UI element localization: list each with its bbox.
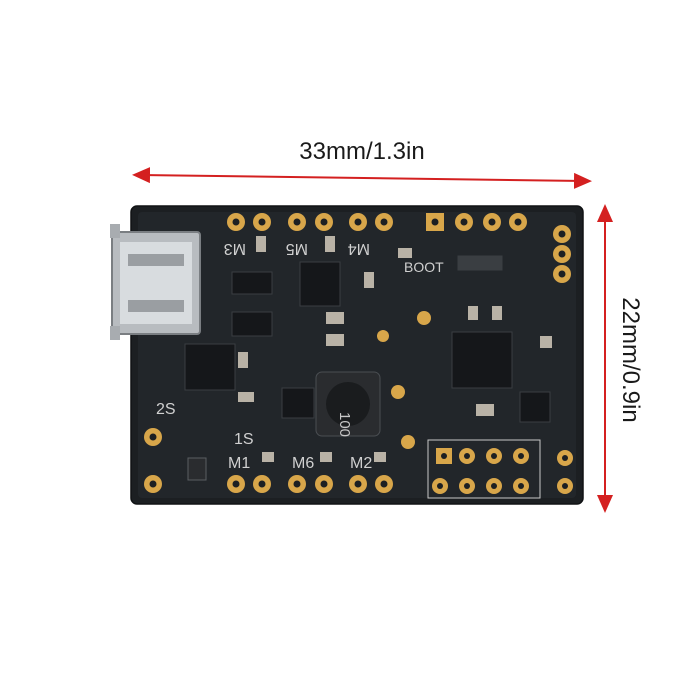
label-2s: 2S bbox=[156, 401, 176, 418]
label-boot: BOOT bbox=[404, 259, 444, 275]
smd-parts bbox=[187, 236, 552, 481]
label-m6: M6 bbox=[292, 455, 314, 472]
label-1s: 1S bbox=[234, 431, 254, 448]
inductor-label: 100 bbox=[336, 412, 353, 437]
width-dimension-arrow bbox=[132, 167, 592, 189]
micro-usb-connector bbox=[110, 224, 201, 340]
label-m5: M5 bbox=[286, 240, 308, 257]
width-dimension-label: 33mm/1.3in bbox=[299, 138, 425, 165]
label-m4: M4 bbox=[348, 240, 370, 257]
label-m2: M2 bbox=[350, 455, 372, 472]
label-m1: M1 bbox=[228, 455, 250, 472]
components bbox=[184, 255, 551, 423]
label-m3: M3 bbox=[224, 240, 246, 257]
test-points bbox=[377, 311, 431, 449]
inductor bbox=[315, 371, 381, 437]
